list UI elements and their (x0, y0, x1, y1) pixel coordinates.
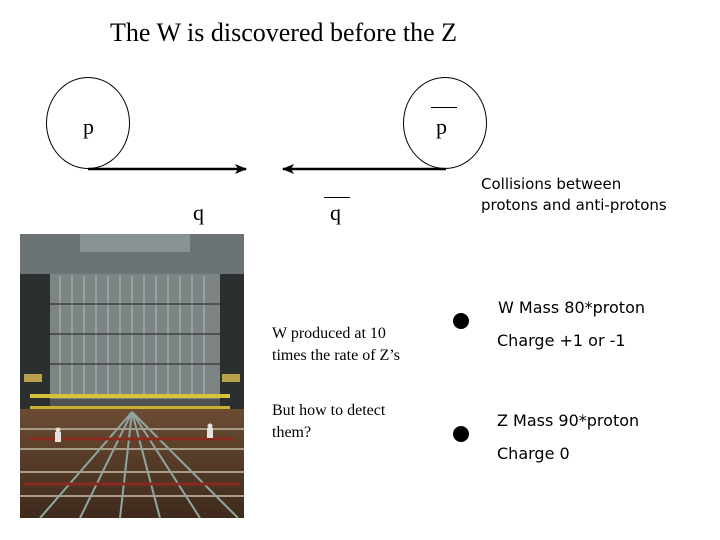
ua1-detector-photo (20, 234, 244, 518)
bullet-w-icon (453, 313, 469, 329)
collisions-line-1: Collisions between (481, 174, 667, 195)
z-mass-text: Z Mass 90*proton (497, 411, 639, 430)
collisions-text: Collisions between protons and anti-prot… (481, 174, 667, 216)
collisions-line-2: protons and anti-protons (481, 195, 667, 216)
bullet-z-icon (453, 426, 469, 442)
quark-label: q (193, 200, 204, 226)
w-production-rate-text: W produced at 10 times the rate of Z’s (272, 323, 422, 367)
w-charge-text: Charge +1 or -1 (497, 331, 626, 350)
antiquark-overbar (324, 197, 350, 198)
detection-question-text: But how to detect them? (272, 400, 422, 444)
w-mass-text: W Mass 80*proton (498, 298, 645, 317)
antiquark-label: q (330, 200, 341, 226)
z-charge-text: Charge 0 (497, 444, 570, 463)
